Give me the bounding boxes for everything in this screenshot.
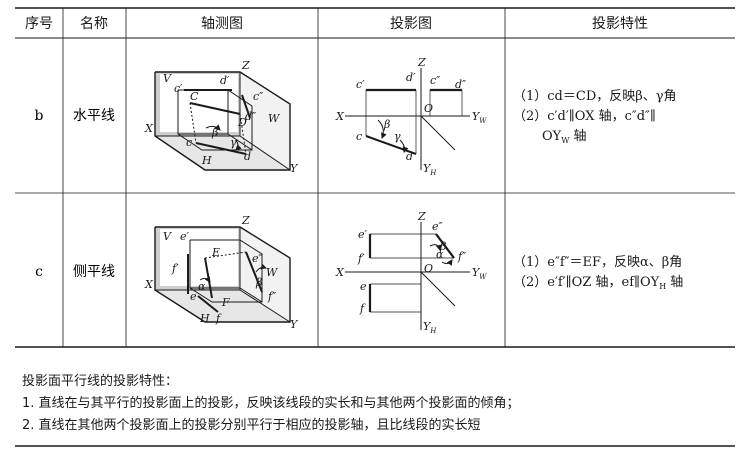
svg-text:β: β [439, 240, 446, 253]
projection-labels: Z e′ f′ e″ f″ O X YW α β e f YH [335, 210, 487, 335]
table-grid [15, 7, 735, 447]
axonometric-labels: Z V c′ d′ c″ d″ C D W X c H d Y β γ [144, 59, 299, 175]
svg-text:f″: f″ [457, 250, 467, 263]
projection-labels: Z c′ d′ c″ d″ O X YW β γ c d YH [335, 56, 487, 177]
svg-text:O: O [424, 262, 433, 275]
property-1: （1）cd＝CD，反映β、γ角 [513, 89, 677, 104]
svg-text:d′: d′ [406, 71, 416, 84]
header-index: 序号 [25, 16, 53, 32]
svg-text:X: X [144, 122, 154, 135]
svg-text:β: β [211, 126, 218, 139]
header-name: 名称 [80, 16, 108, 32]
svg-text:α: α [436, 248, 444, 261]
row-name: 水平线 [73, 108, 115, 124]
svg-text:C: C [190, 90, 199, 103]
svg-text:f″: f″ [267, 290, 277, 303]
svg-text:X: X [144, 278, 154, 291]
svg-text:f: f [359, 302, 366, 315]
notes-line-2: 2. 直线在其他两个投影面上的投影分别平行于相应的投影轴，且比线段的实长短 [22, 418, 481, 433]
svg-text:c: c [186, 136, 192, 149]
row-name: 侧平线 [73, 264, 115, 280]
svg-text:H: H [201, 154, 212, 167]
svg-text:Z: Z [241, 59, 250, 72]
property-2a: （2）c′d′∥OX 轴，c″d″∥ [513, 109, 656, 124]
property-1: （1）e″f″＝EF，反映α、β角 [513, 255, 682, 270]
svg-text:f′: f′ [171, 262, 179, 275]
svg-text:c: c [356, 130, 362, 143]
svg-text:β: β [255, 276, 262, 289]
svg-text:Z: Z [417, 56, 426, 69]
svg-text:d″: d″ [455, 78, 467, 91]
svg-text:F: F [221, 296, 230, 309]
svg-text:α: α [198, 280, 206, 293]
svg-text:e″: e″ [432, 220, 444, 233]
svg-text:E: E [211, 246, 220, 259]
axonometric-drawing [154, 226, 291, 323]
notes-title: 投影面平行线的投影特性： [22, 374, 179, 389]
svg-text:d″: d″ [245, 110, 257, 123]
svg-text:YW: YW [472, 266, 487, 281]
row-index: c [35, 264, 43, 280]
svg-text:γ: γ [230, 136, 237, 149]
svg-text:d: d [244, 150, 251, 163]
svg-text:f: f [215, 312, 222, 325]
header-axonometric: 轴测图 [201, 16, 243, 32]
row-index: b [35, 108, 44, 124]
svg-text:e′: e′ [180, 230, 190, 243]
svg-text:c′: c′ [174, 82, 183, 95]
svg-text:YH: YH [423, 162, 437, 177]
svg-text:V: V [163, 72, 172, 85]
svg-text:YH: YH [423, 320, 437, 335]
svg-text:β: β [383, 118, 390, 131]
header-projection: 投影图 [390, 16, 432, 32]
svg-text:W: W [266, 266, 279, 279]
svg-text:c″: c″ [430, 74, 441, 87]
table-row: c 侧平线 Z V e′ E [35, 210, 683, 335]
svg-text:e″: e″ [252, 252, 264, 265]
svg-text:W: W [268, 112, 281, 125]
svg-text:Z: Z [417, 210, 426, 223]
svg-text:c′: c′ [356, 78, 365, 91]
table-row: b 水平线 [35, 56, 677, 177]
svg-text:YW: YW [472, 110, 487, 125]
svg-text:e: e [190, 290, 197, 303]
projection-drawing [345, 68, 470, 170]
svg-text:O: O [424, 102, 433, 115]
svg-text:Z: Z [241, 214, 250, 227]
svg-text:γ: γ [394, 130, 401, 143]
svg-text:d: d [406, 150, 413, 163]
svg-text:X: X [335, 266, 345, 279]
svg-text:c″: c″ [253, 90, 264, 103]
svg-text:f′: f′ [357, 252, 365, 265]
svg-text:Y: Y [290, 318, 299, 331]
svg-text:e: e [360, 280, 367, 293]
svg-text:X: X [335, 110, 345, 123]
svg-text:V: V [163, 230, 172, 243]
notes-line-1: 1. 直线在与其平行的投影面上的投影，反映该线段的实长和与其他两个投影面的倾角； [22, 396, 520, 411]
svg-text:H: H [199, 312, 210, 325]
svg-text:Y: Y [290, 162, 299, 175]
axonometric-labels: Z V e′ E e″ f′ W X e F f″ H f Y α β [144, 214, 299, 331]
axonometric-drawing [154, 71, 291, 171]
header-properties: 投影特性 [592, 16, 648, 32]
projection-drawing [345, 222, 470, 330]
svg-text:D: D [237, 116, 247, 129]
svg-text:e′: e′ [358, 228, 368, 241]
svg-text:d′: d′ [220, 74, 230, 87]
